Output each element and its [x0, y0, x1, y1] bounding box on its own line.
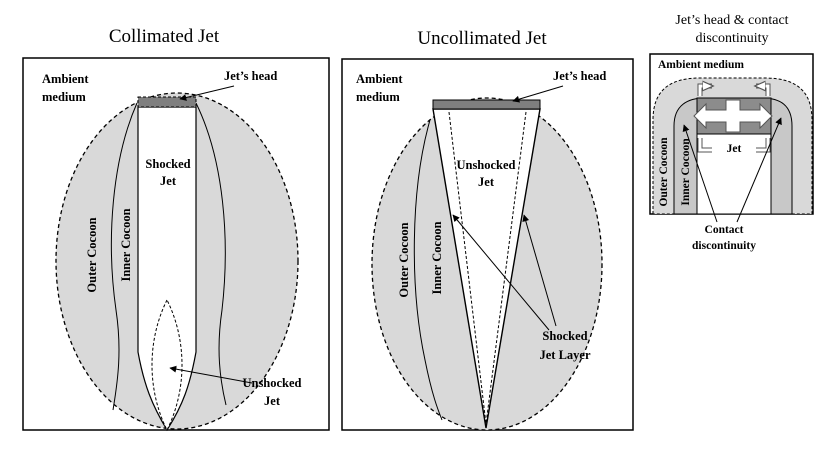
collimated-ambient-label-1: Ambient: [42, 72, 89, 86]
collimated-unshocked-arrow: [169, 365, 253, 384]
uncollimated-jets-head-arrow: [512, 85, 564, 103]
collimated-jet-panel: Collimated Jet Ambient medium Jet’s head…: [22, 26, 330, 432]
jets-head-detail-panel: Jet’s head & contact discontinuity Ambie…: [649, 13, 814, 252]
head-ambient-label-bg: [656, 56, 766, 71]
uncollimated-shocked-layer-arrow-left: [452, 214, 550, 331]
collimated-title: Collimated Jet: [109, 26, 220, 47]
head-contact-label-1: Contact: [705, 224, 744, 236]
uncollimated-ambient-label-1: Ambient: [356, 72, 403, 86]
collimated-inner-cocoon-left: [110, 102, 138, 411]
collimated-unshocked-label-2: Jet: [264, 394, 281, 408]
uncollimated-jets-head: [432, 99, 541, 110]
collimated-shocked-label-2: Jet: [160, 174, 177, 188]
head-jet-label: Jet: [727, 143, 742, 155]
collimated-unshocked-lens: [151, 298, 183, 432]
collimated-inner-cocoon-right: [195, 102, 227, 406]
uncollimated-jet-panel: Uncollimated Jet Ambient medium Jet’s he…: [341, 28, 634, 431]
uncollimated-jets-head-label: Jet’s head: [553, 69, 606, 83]
head-title-1: Jet’s head & contact: [675, 13, 788, 28]
head-flow-down-left-inner-icon: [698, 138, 712, 152]
uncollimated-unshocked-label-1: Unshocked: [456, 158, 515, 172]
uncollimated-inner-cocoon-line: [413, 119, 443, 421]
collimated-inner-cocoon-label: Inner Cocoon: [119, 208, 133, 281]
collimated-shocked-label-1: Shocked: [145, 157, 190, 171]
uncollimated-shock-right: [485, 111, 527, 425]
head-ambient-label: Ambient medium: [658, 59, 744, 71]
uncollimated-inner-cocoon-label: Inner Cocoon: [430, 221, 444, 294]
uncollimated-shocked-layer-arrow-right: [522, 214, 557, 327]
collimated-jets-head-arrow: [179, 85, 235, 101]
uncollimated-shocked-layer-label-1: Shocked: [542, 329, 587, 343]
head-flow-up-right-inner-icon: [756, 86, 770, 96]
uncollimated-unshocked-label-2: Jet: [478, 175, 495, 189]
collimated-jets-head: [137, 96, 197, 108]
head-title-2: discontinuity: [695, 31, 768, 46]
head-flow-arrows-icon: [693, 99, 773, 133]
head-flow-up-left-inner-icon: [698, 86, 712, 96]
head-contact-arrow-right: [736, 117, 782, 223]
uncollimated-title: Uncollimated Jet: [417, 28, 547, 49]
head-contact-arrow-left: [682, 124, 718, 223]
collimated-jets-head-label: Jet’s head: [224, 69, 277, 83]
uncollimated-shocked-layer-label-2: Jet Layer: [539, 348, 590, 362]
uncollimated-ambient-label-2: medium: [356, 90, 400, 104]
uncollimated-outer-cocoon-label: Outer Cocoon: [397, 222, 411, 297]
collimated-outer-cocoon-label: Outer Cocoon: [85, 217, 99, 292]
head-inner-cocoon-label: Inner Cocoon: [680, 138, 692, 206]
head-outer-cocoon-label: Outer Cocoon: [658, 137, 670, 207]
collimated-ambient-label-2: medium: [42, 90, 86, 104]
uncollimated-shock-left: [448, 111, 487, 425]
collimated-unshocked-label-1: Unshocked: [242, 376, 301, 390]
head-contact-label-2: discontinuity: [692, 240, 756, 252]
